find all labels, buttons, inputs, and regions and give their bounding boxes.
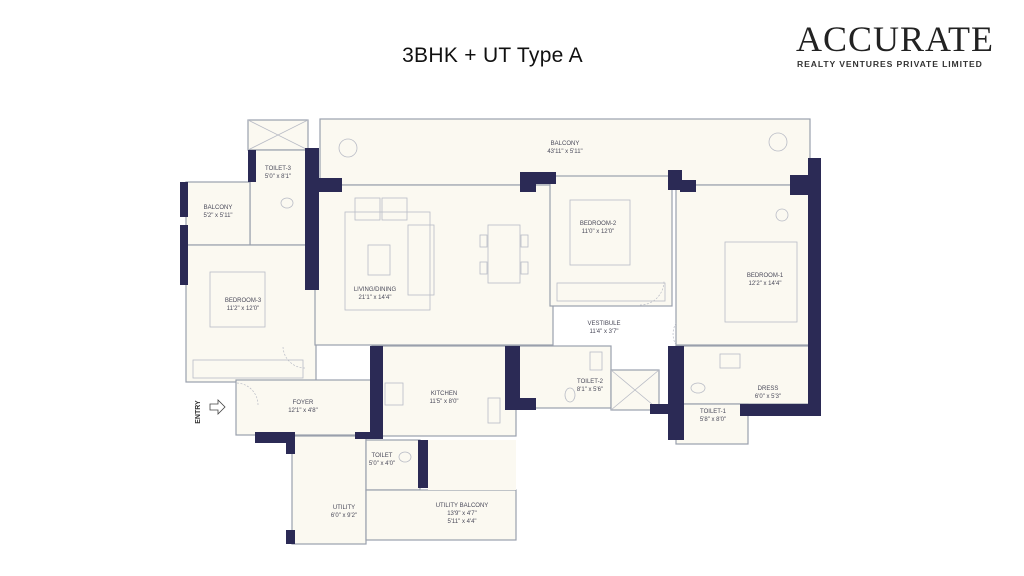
size-balcony-main: 43'11" x 5'11" <box>547 149 582 155</box>
label-kitchen: KITCHEN <box>431 391 457 397</box>
room-kitchen <box>371 345 517 437</box>
label-living-dining: LIVING/DINING <box>354 287 397 293</box>
size-utility-balcony: 13'9" x 4'7" <box>447 511 477 517</box>
label-bedroom-3: BEDROOM-3 <box>225 298 262 304</box>
size-bedroom-2: 11'0" x 12'0" <box>582 229 614 235</box>
walls <box>180 148 821 544</box>
label-balcony-main: BALCONY <box>551 141 580 147</box>
label-toilet: TOILET <box>372 453 393 459</box>
size-vestibule: 11'4" x 3'7" <box>589 329 618 335</box>
size-dress: 6'0" x 5'3" <box>755 394 781 400</box>
company-logo: ACCURATE REALTY VENTURES PRIVATE LIMITED <box>796 19 993 72</box>
label-bedroom-1: BEDROOM-1 <box>747 273 784 279</box>
room-balcony-main <box>319 118 811 186</box>
room-foyer <box>235 379 373 436</box>
label-bedroom-2: BEDROOM-2 <box>580 221 617 227</box>
label-toilet-3: TOILET-3 <box>265 166 292 172</box>
room-bedroom-2 <box>549 175 673 307</box>
entry-label: ENTRY <box>195 400 202 424</box>
room-dress <box>675 345 813 405</box>
label-utility-balcony: UTILITY BALCONY <box>436 503 489 509</box>
label-utility: UTILITY <box>333 505 355 511</box>
page-title: 3BHK + UT Type A <box>402 44 583 67</box>
size-utility: 6'0" x 9'2" <box>331 513 357 519</box>
size-bedroom-1: 12'2" x 14'4" <box>749 281 782 287</box>
size-toilet-1: 5'8" x 8'0" <box>700 417 726 423</box>
size-toilet: 5'0" x 4'0" <box>369 461 395 467</box>
room-bedroom-1 <box>675 184 815 346</box>
label-toilet-2: TOILET-2 <box>577 379 604 385</box>
label-foyer: FOYER <box>293 400 314 406</box>
room-utility-balcony <box>365 489 517 541</box>
furniture <box>192 132 798 463</box>
room-balcony-small <box>185 181 251 246</box>
size-utility-balcony-2: 5'11" x 4'4" <box>447 519 476 525</box>
room-labels: BALCONY 43'11" x 5'11" TOILET-3 5'0" x 8… <box>203 141 783 525</box>
size-bedroom-3: 11'2" x 12'0" <box>227 306 259 312</box>
room-utility <box>291 435 367 545</box>
size-balcony-small: 5'2" x 5'11" <box>203 213 232 219</box>
logo-wordmark: ACCURATE <box>796 19 995 59</box>
room-toilet-2 <box>515 345 612 409</box>
room-toilet-1 <box>675 403 749 445</box>
label-balcony-small: BALCONY <box>204 205 233 211</box>
entry-arrow-icon <box>209 399 226 415</box>
logo-tagline: REALTY VENTURES PRIVATE LIMITED <box>797 59 983 69</box>
label-dress: DRESS <box>758 386 779 392</box>
size-toilet-3: 5'0" x 8'1" <box>265 174 291 180</box>
label-toilet-1: TOILET-1 <box>700 409 727 415</box>
size-foyer: 12'1" x 4'8" <box>288 408 318 414</box>
room-toilet-3 <box>249 149 309 246</box>
room-bedroom-3 <box>185 244 317 383</box>
size-kitchen: 11'5" x 8'0" <box>429 399 458 405</box>
rooms <box>185 118 815 545</box>
size-living-dining: 21'1" x 14'4" <box>359 295 392 301</box>
label-vestibule: VESTIBULE <box>587 321 620 327</box>
size-toilet-2: 8'1" x 5'6" <box>577 387 603 393</box>
